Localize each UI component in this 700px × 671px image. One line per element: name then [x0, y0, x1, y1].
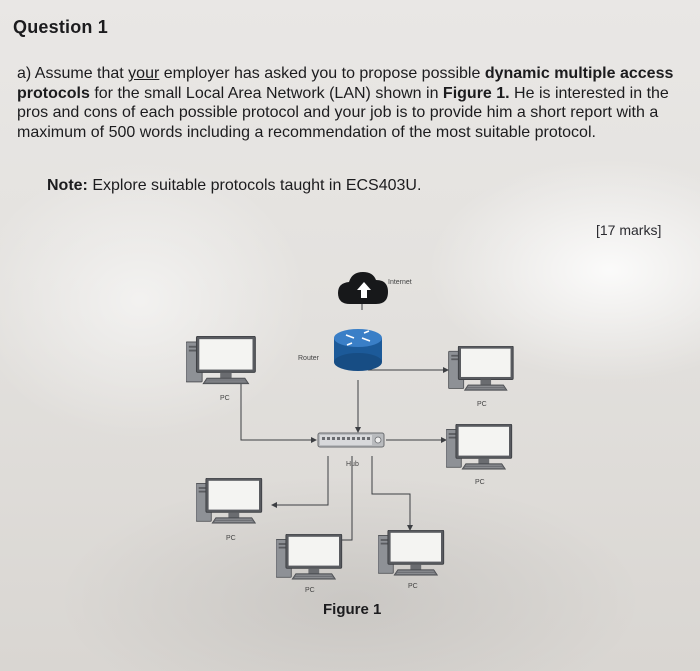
network-links: [240, 291, 449, 541]
hub-icon: [317, 432, 385, 448]
hub-pc5-link: [332, 456, 353, 541]
bold-protocols: dynamic multiple access protocols: [17, 65, 674, 102]
pc-5-icon: [276, 534, 343, 580]
pc-6-icon: [378, 530, 445, 576]
hub-label: Hub: [346, 461, 359, 468]
marks-label: [17 marks]: [596, 222, 662, 238]
question-title: Question 1: [13, 17, 109, 37]
pc-4-icon: [196, 478, 263, 524]
pc-1-label: PC: [220, 395, 230, 402]
pc-3-icon: [446, 424, 513, 470]
router-icon: [334, 329, 382, 371]
bold-figure-ref: Figure 1.: [442, 84, 510, 102]
part-a-text-1: employer has asked you to propose possib…: [159, 65, 485, 82]
pc1-hub-link: [240, 384, 317, 443]
internet-cloud-icon: [338, 272, 388, 304]
pc-3-label: PC: [475, 479, 485, 486]
router-label: Router: [298, 355, 320, 362]
note-text: Explore suitable protocols taught in ECS…: [87, 177, 422, 194]
pc-2-icon: [448, 346, 514, 391]
part-a-prefix: a) Assume that: [17, 65, 129, 82]
part-a-text-3: He is interested in the pros and cons of…: [17, 84, 669, 141]
question-part-a: a) Assume that your employer has asked y…: [17, 64, 682, 142]
pc-6-label: PC: [408, 583, 418, 590]
hub-pc6-link: [371, 456, 413, 531]
note-label: Note:: [47, 177, 88, 194]
pc-2-label: PC: [477, 401, 487, 408]
underlined-word: your: [128, 65, 160, 82]
pc-4-label: PC: [226, 535, 236, 542]
note-line: Note: Explore suitable protocols taught …: [47, 177, 421, 195]
hub-pc4-link: [271, 456, 329, 508]
part-a-text-2: for the small Local Area Network (LAN) s…: [89, 84, 443, 102]
pc-1-icon: [186, 336, 256, 385]
figure-caption: Figure 1: [323, 601, 382, 618]
pc-5-label: PC: [305, 587, 315, 594]
internet-label: Internet: [388, 279, 412, 286]
